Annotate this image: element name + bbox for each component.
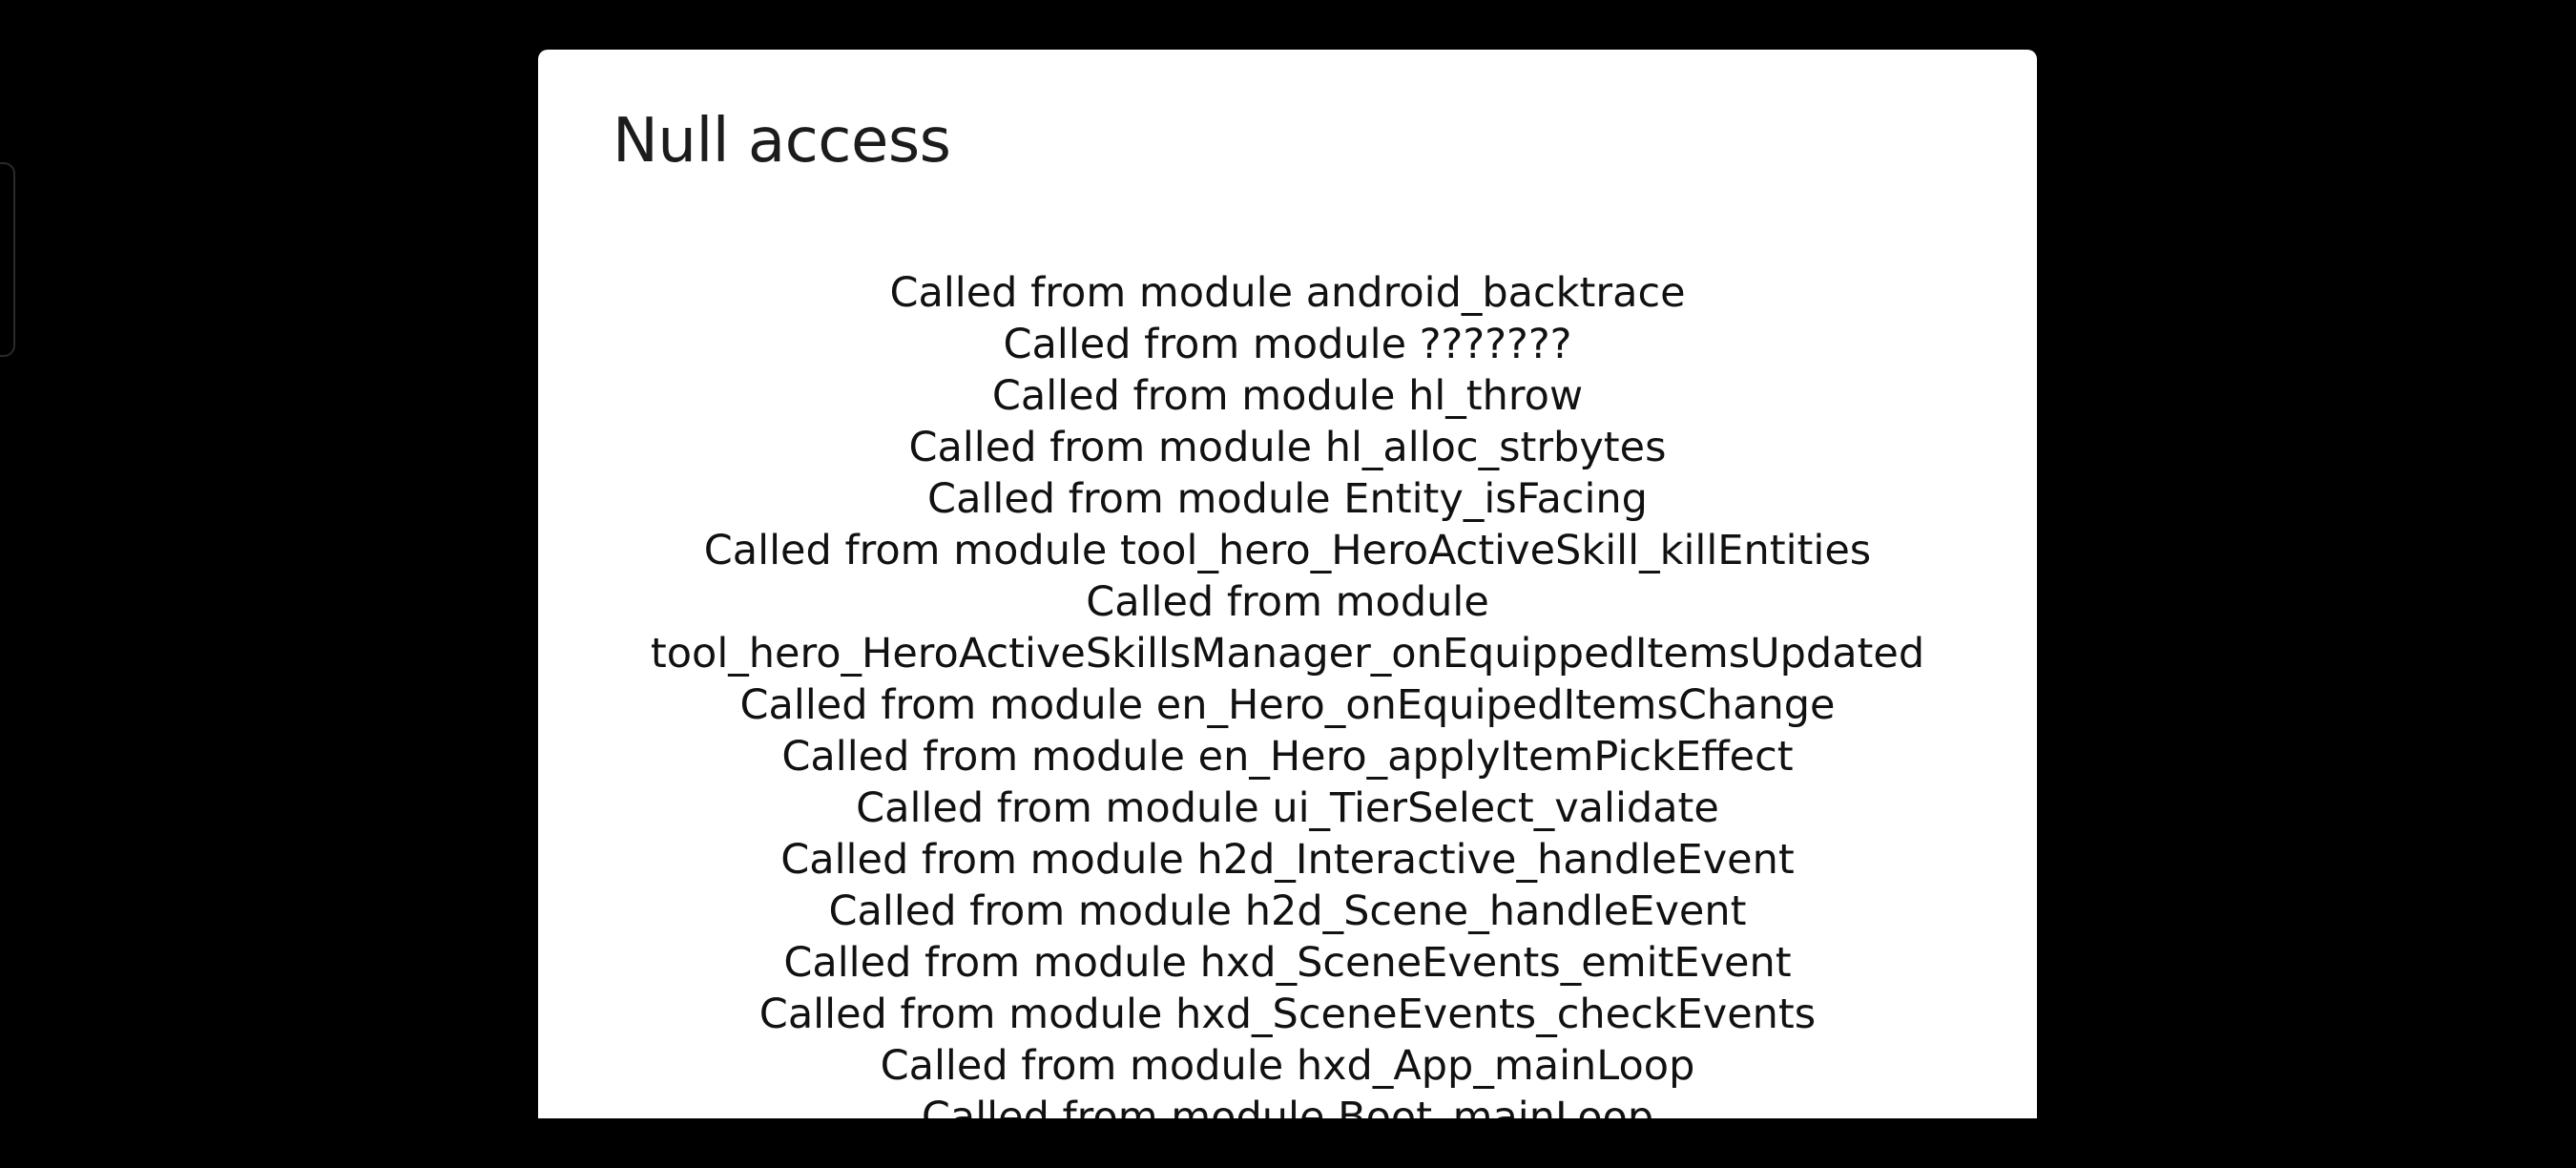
trace-line: Called from module ??????? [1003,321,1572,368]
trace-line: Called from module h2d_Interactive_handl… [780,836,1795,884]
trace-line: Called from module hxd_SceneEvents_emitE… [783,939,1792,987]
trace-line: Called from module ui_TierSelect_validat… [856,784,1719,832]
trace-line: Called from module en_Hero_onEquipedItem… [739,681,1836,729]
trace-line: Called from module hxd_App_mainLoop [880,1042,1695,1090]
edge-panel-handle[interactable] [0,162,15,357]
trace-line: Called from module Boot_mainLoop [921,1094,1654,1118]
stack-trace: Called from module android_backtrace Cal… [538,267,2037,1118]
trace-line: Called from module en_Hero_applyItemPick… [781,733,1794,781]
trace-line: Called from module h2d_Scene_handleEvent [828,887,1747,935]
trace-line: Called from module tool_hero_HeroActiveS… [703,527,1872,574]
trace-line: Called from module Entity_isFacing [927,475,1648,523]
trace-line: Called from module [1086,578,1489,626]
dialog-title: Null access [613,106,951,177]
trace-line: Called from module hl_throw [991,372,1584,420]
trace-line: tool_hero_HeroActiveSkillsManager_onEqui… [650,630,1925,678]
trace-line: Called from module android_backtrace [889,269,1686,317]
trace-line: Called from module hxd_SceneEvents_check… [758,991,1817,1038]
error-dialog: Null access Called from module android_b… [538,50,2037,1118]
trace-line: Called from module hl_alloc_strbytes [908,424,1667,471]
